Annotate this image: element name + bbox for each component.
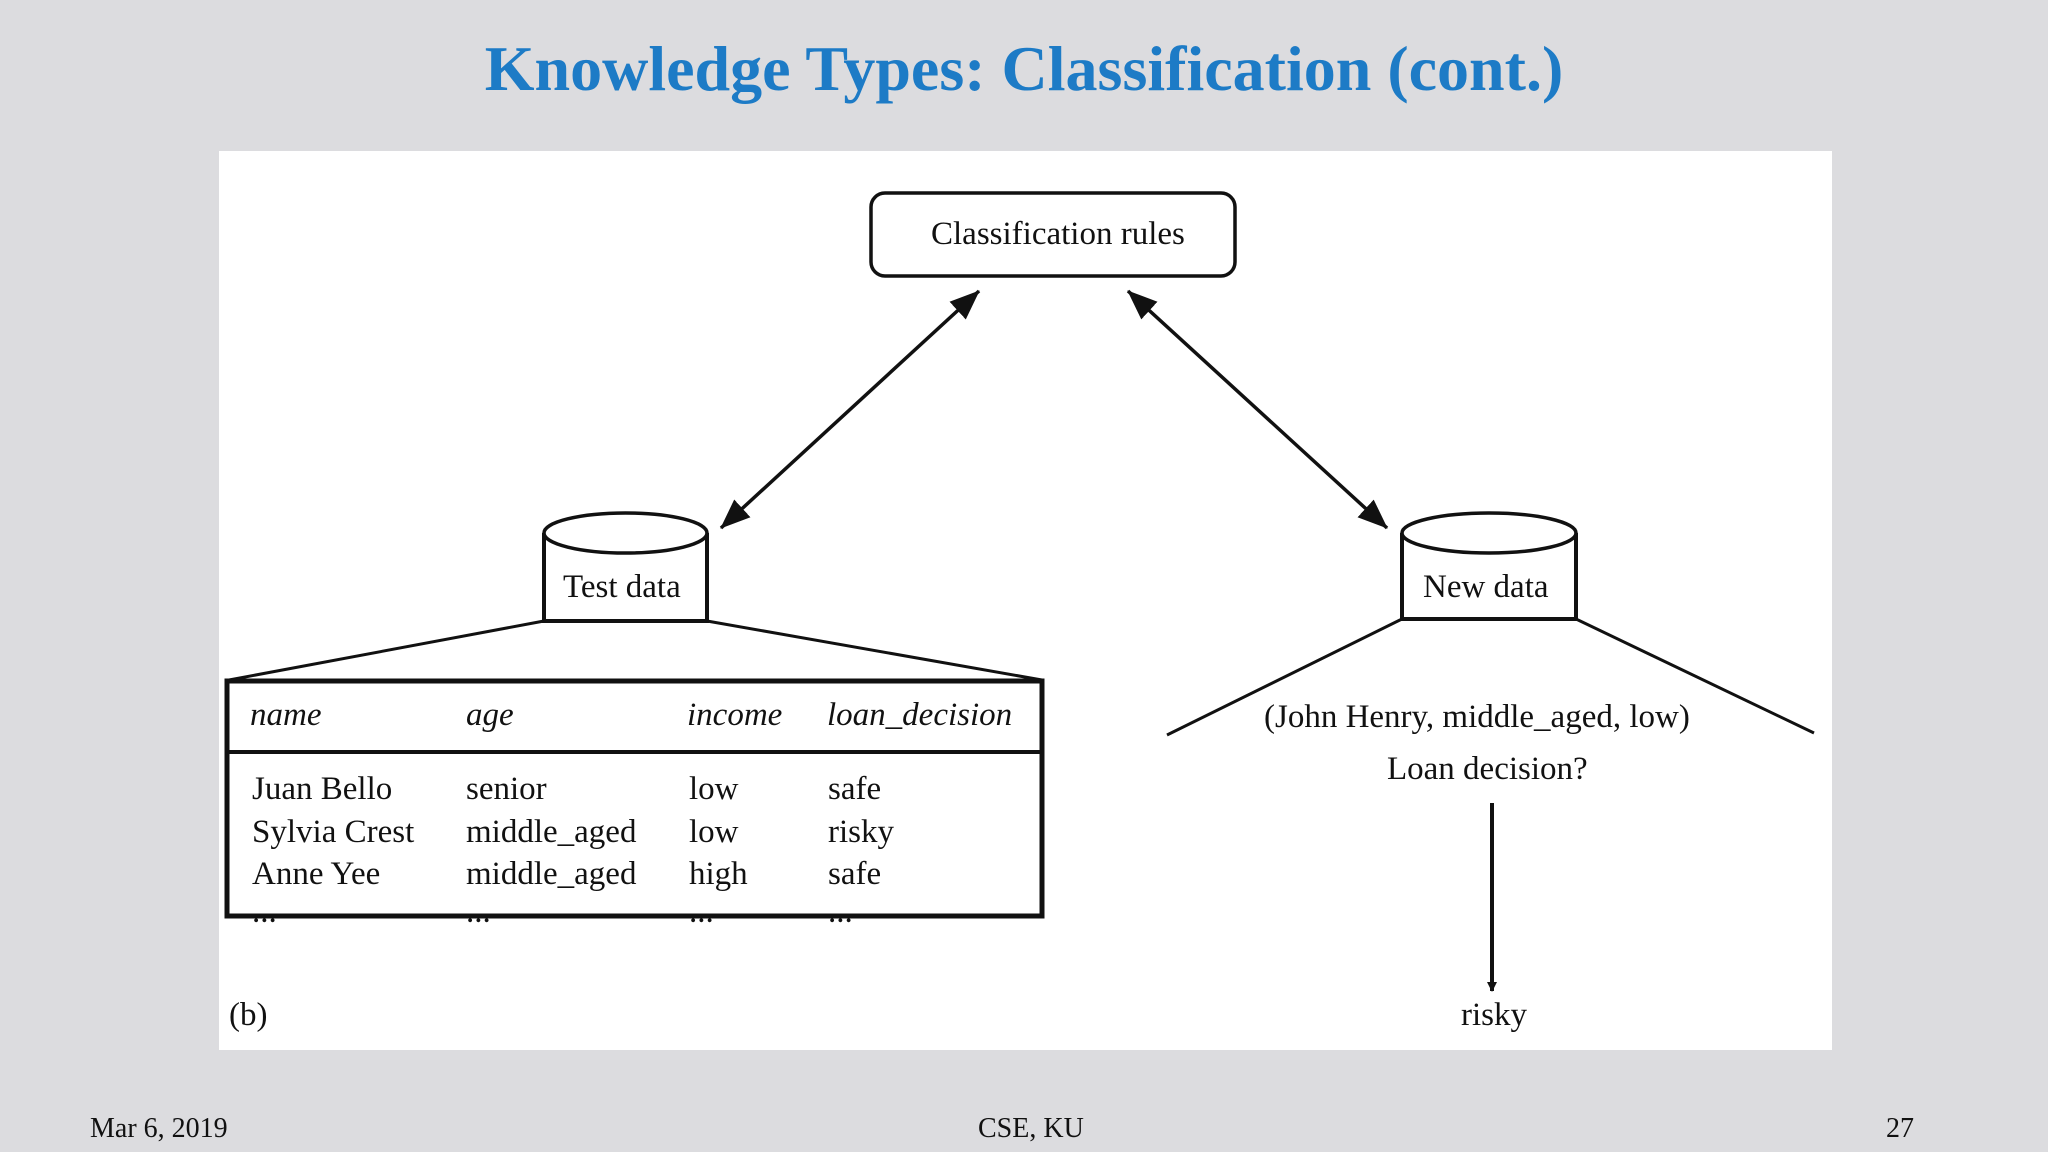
table-cell: safe [828, 856, 882, 892]
fan-left-test [228, 619, 545, 682]
fan-right-new [1575, 617, 1815, 735]
table-cell: risky [828, 814, 894, 850]
table-cell: Anne Yee [252, 856, 381, 892]
rules-box [869, 191, 1237, 278]
fan-left-new [1166, 617, 1403, 737]
arrow-rules-test [719, 289, 981, 530]
slide-title: Knowledge Types: Classification (cont.) [484, 33, 1564, 104]
table-header-loan-decision: loan_decision [827, 697, 1013, 733]
table-cell: middle_aged [466, 856, 637, 892]
diagram-panel: Classification rules Test data New data … [219, 151, 1832, 1050]
table-cell: ... [828, 894, 853, 930]
result-text: risky [1461, 997, 1527, 1033]
table-frame [224, 678, 1045, 919]
footer-page-number: 27 [1886, 1113, 1914, 1144]
rules-label: Classification rules [931, 216, 1185, 252]
footer-date: Mar 6, 2019 [90, 1113, 228, 1144]
footer-center: CSE, KU [978, 1113, 1084, 1144]
table-cell: ... [689, 894, 714, 930]
table-cell: ... [252, 894, 277, 930]
table-cell: senior [466, 771, 547, 807]
table-header-income: income [687, 697, 783, 733]
table-cell: middle_aged [466, 814, 637, 850]
fan-right-test [706, 619, 1043, 682]
new-tuple-text: (John Henry, middle_aged, low) [1264, 699, 1690, 735]
table-header-name: name [250, 697, 322, 733]
figure-label: (b) [229, 997, 268, 1033]
table-cell: Sylvia Crest [252, 814, 415, 850]
table-cell: ... [466, 894, 491, 930]
new-data-cylinder [1400, 511, 1578, 621]
arrow-rules-new [1126, 289, 1389, 530]
new-data-label: New data [1423, 569, 1549, 605]
table-header-age: age [466, 697, 514, 733]
diagram-graphics [224, 191, 1815, 992]
table-cell: Juan Bello [252, 771, 393, 807]
question-text: Loan decision? [1387, 751, 1588, 787]
table-cell: high [689, 856, 748, 892]
table-cell: low [689, 771, 739, 807]
test-data-cylinder [542, 511, 709, 623]
table-cell: low [689, 814, 739, 850]
test-data-label: Test data [563, 569, 681, 605]
table-cell: safe [828, 771, 882, 807]
